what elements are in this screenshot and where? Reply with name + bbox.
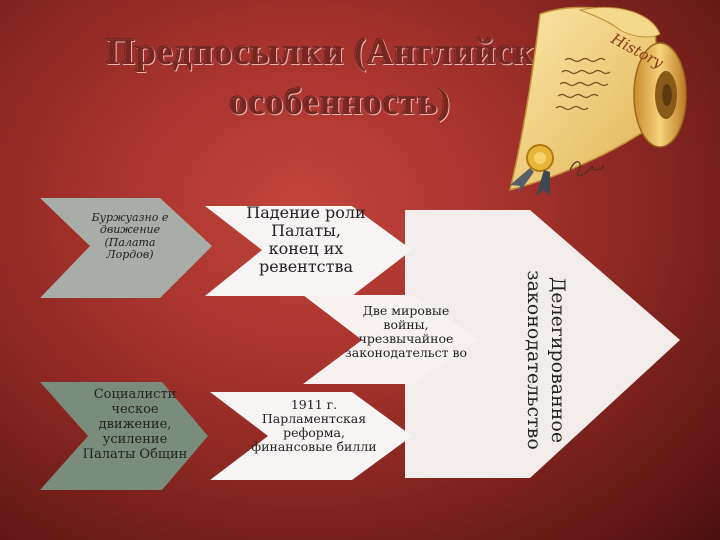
chevron-decline-of-chamber (205, 206, 412, 296)
chevron-socialist-movement (40, 382, 208, 490)
chevron-world-wars (303, 295, 478, 384)
node-1911-reform: 1911 г. Парламентская реформа, финансовы… (251, 397, 377, 454)
node-decline-of-chamber: Падение роли Палаты, конец их ревентства (246, 203, 366, 276)
node-delegated-legislation: Делегированное законодательство (523, 270, 569, 450)
chevron-1911-reform (210, 392, 412, 480)
chevron-delegated-legislation (405, 210, 680, 478)
node-world-wars: Две мировые войны, чрезвычайное законода… (344, 303, 468, 360)
chevron-bourgeois-movement (40, 198, 212, 298)
history-scroll-logo: History (508, 6, 687, 196)
node-socialist-movement: Социалисти ческое движение, усиление Пал… (82, 387, 188, 462)
slide-title: Предпосылки (Английская особенность) (106, 32, 574, 123)
signature (569, 161, 605, 177)
node-bourgeois-movement: Буржуазно е движение (Палата Лордов) (91, 211, 169, 261)
